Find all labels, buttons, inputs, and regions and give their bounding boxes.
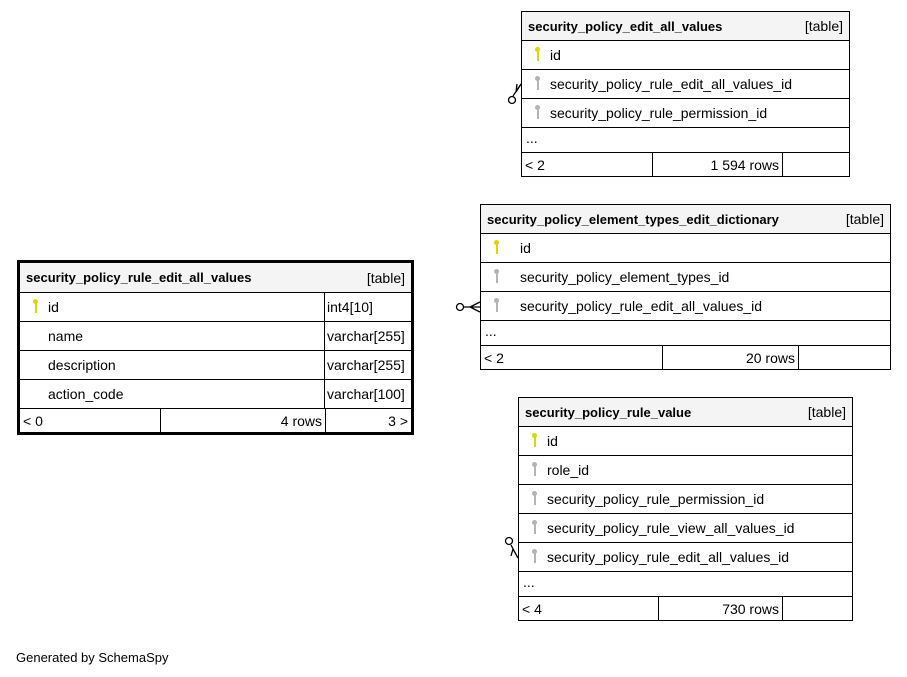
children-count (798, 346, 890, 369)
foreign-key-icon (525, 548, 543, 566)
table-name[interactable]: security_policy_rule_value (525, 404, 692, 420)
foreign-key-icon (487, 297, 505, 315)
column-type: varchar[255] (324, 322, 411, 350)
table-name[interactable]: security_policy_rule_edit_all_values (26, 270, 252, 285)
row-count: 1 594 rows (652, 153, 782, 176)
column-name: role_id (547, 462, 590, 478)
crowfoot-marker-3 (504, 536, 519, 559)
column-name: security_policy_rule_permission_id (550, 105, 768, 121)
parents-count: < 2 (525, 156, 545, 173)
column-row[interactable]: id (519, 427, 852, 456)
foreign-key-icon (525, 490, 543, 508)
column-row[interactable]: security_policy_rule_edit_all_values_id (481, 292, 890, 321)
table-security-policy-element-types-edit-dictionary[interactable]: security_policy_element_types_edit_dicti… (480, 204, 891, 370)
column-name: security_policy_element_types_id (520, 269, 730, 285)
column-name: description (48, 357, 116, 373)
column-name: action_code (48, 386, 124, 402)
column-row[interactable]: name varchar[255] (20, 322, 411, 351)
column-row[interactable]: security_policy_rule_view_all_values_id (519, 514, 852, 543)
column-name: security_policy_rule_view_all_values_id (547, 520, 795, 536)
column-name: security_policy_rule_edit_all_values_id (520, 298, 763, 314)
column-type: varchar[255] (324, 351, 411, 379)
column-row[interactable]: security_policy_element_types_id (481, 263, 890, 292)
table-kind: [table] (366, 269, 405, 286)
column-name: id (520, 240, 531, 256)
column-row[interactable]: security_policy_rule_edit_all_values_id (522, 70, 849, 99)
children-count: 3 > (325, 409, 411, 432)
primary-key-icon (487, 239, 505, 257)
more-columns: ... (519, 572, 852, 597)
column-type: int4[10] (324, 293, 411, 321)
column-type: varchar[100] (324, 380, 411, 408)
column-name: security_policy_rule_edit_all_values_id (550, 76, 793, 92)
column-name: id (547, 433, 558, 449)
crowfoot-marker-2 (455, 301, 481, 313)
column-row[interactable]: security_policy_rule_permission_id (519, 485, 852, 514)
table-security-policy-rule-edit-all-values[interactable]: security_policy_rule_edit_all_values [tab… (17, 260, 414, 435)
children-count (782, 597, 852, 620)
table-kind: [table] (807, 404, 846, 420)
column-row[interactable]: role_id (519, 456, 852, 485)
column-row[interactable]: id (481, 234, 890, 263)
foreign-key-icon (528, 75, 546, 93)
crowfoot-marker-1 (507, 83, 522, 105)
foreign-key-icon (525, 519, 543, 537)
generated-by-label: Generated by SchemaSpy (16, 650, 169, 665)
parents-count: < 4 (522, 600, 542, 617)
row-count: 20 rows (662, 346, 798, 369)
primary-key-icon (528, 46, 546, 64)
row-count: 4 rows (160, 409, 325, 432)
column-row[interactable]: action_code varchar[100] (20, 380, 411, 409)
parents-count: < 2 (484, 349, 504, 366)
table-security-policy-rule-value[interactable]: security_policy_rule_value [table] id rol… (518, 397, 853, 621)
foreign-key-icon (487, 268, 505, 286)
table-kind: [table] (804, 18, 843, 34)
column-name: id (550, 47, 561, 63)
column-name: security_policy_rule_permission_id (547, 491, 765, 507)
table-name[interactable]: security_policy_edit_all_values (528, 18, 723, 34)
column-name: id (48, 299, 59, 315)
foreign-key-icon (525, 461, 543, 479)
column-name: name (48, 328, 84, 344)
parents-count: < 0 (23, 412, 43, 429)
table-kind: [table] (845, 211, 884, 227)
primary-key-icon (26, 298, 44, 316)
foreign-key-icon (528, 104, 546, 122)
column-row[interactable]: id (522, 41, 849, 70)
table-name[interactable]: security_policy_element_types_edit_dicti… (487, 211, 779, 227)
column-row[interactable]: security_policy_rule_edit_all_values_id (519, 543, 852, 572)
column-row[interactable]: security_policy_rule_permission_id (522, 99, 849, 128)
primary-key-icon (525, 432, 543, 450)
column-row[interactable]: id int4[10] (20, 293, 411, 322)
more-columns: ... (522, 128, 849, 153)
column-row[interactable]: description varchar[255] (20, 351, 411, 380)
children-count (782, 153, 849, 176)
row-count: 730 rows (658, 597, 782, 620)
more-columns: ... (481, 321, 890, 346)
table-security-policy-edit-all-values[interactable]: security_policy_edit_all_values [table] i… (521, 11, 850, 177)
column-name: security_policy_rule_edit_all_values_id (547, 549, 790, 565)
